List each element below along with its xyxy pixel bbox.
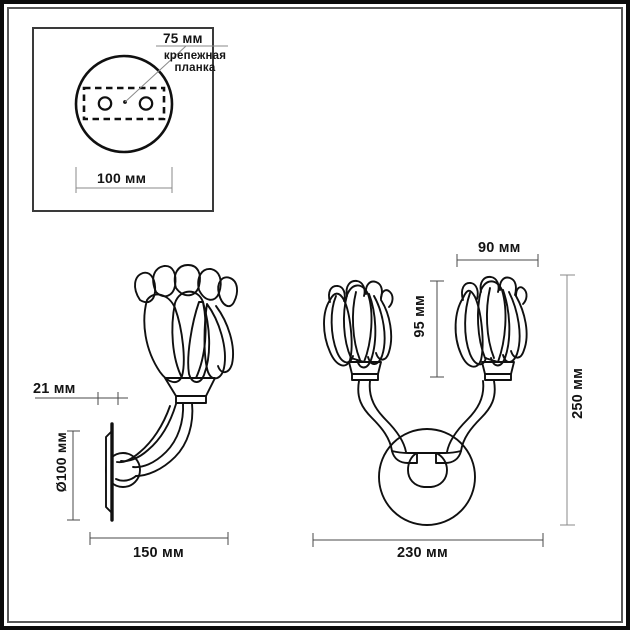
bracket-caption: крепежная планка [152,50,238,74]
depth-label: 21 мм [33,381,76,397]
bracket-caption-line1: крепежная [163,50,227,62]
shade-height-label: 95 мм [412,295,428,338]
shade-width-label: 90 мм [478,240,521,256]
side-plate-diameter-label: Ø100 мм [53,432,69,493]
bracket-width-label: 75 мм [163,31,203,46]
total-width-label: 230 мм [397,545,448,561]
inner-frame-border [7,7,623,623]
plate-diameter-label: 100 мм [97,170,147,186]
total-height-label: 250 мм [570,368,586,419]
bracket-caption-line2: планка [174,62,216,74]
projection-label: 150 мм [133,545,184,561]
